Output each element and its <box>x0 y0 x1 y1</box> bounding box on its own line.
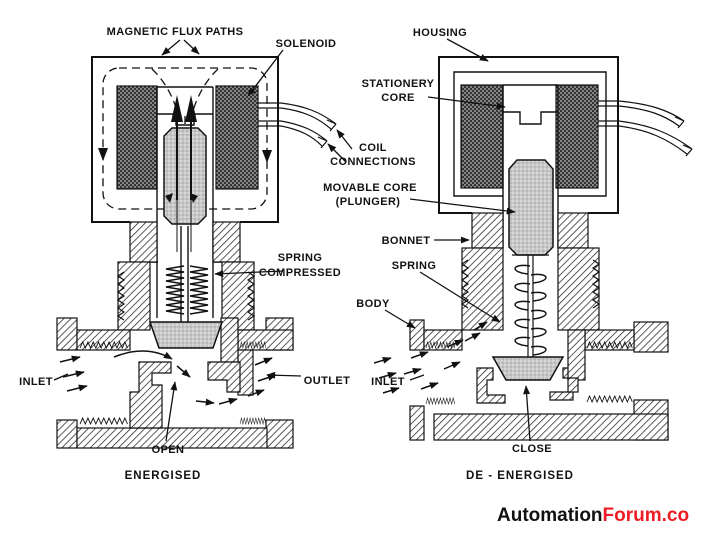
bonnet <box>461 212 600 331</box>
label-inlet-left: INLET <box>19 376 53 388</box>
valve-body-left <box>56 317 294 449</box>
label-plunger: (PLUNGER) <box>336 196 401 208</box>
movable-core-down <box>508 159 554 256</box>
spring-extended <box>512 254 549 357</box>
label-magnetic-flux-paths: MAGNETIC FLUX PATHS <box>107 26 244 38</box>
label-spring: SPRING <box>392 260 437 272</box>
watermark: AutomationForum.co <box>497 505 689 526</box>
label-outlet: OUTLET <box>304 375 350 387</box>
caption-energised: ENERGISED <box>125 470 202 482</box>
bonnet-left-valve <box>117 221 255 331</box>
coil-connection-wires <box>598 100 693 157</box>
plunger-motion-arrows <box>165 95 198 252</box>
label-inlet-right: INLET <box>371 376 405 388</box>
valve-body-right <box>409 319 669 441</box>
movable-core-up <box>163 127 207 225</box>
label-close: CLOSE <box>512 443 552 455</box>
flux-arrowhead-left <box>98 148 108 161</box>
label-spring-compressed-2: COMPRESSED <box>259 267 341 279</box>
label-movable-core: MOVABLE CORE <box>323 182 417 194</box>
label-spring-compressed-1: SPRING <box>278 252 323 264</box>
leader-lines <box>53 38 531 442</box>
valve-disc-closed <box>491 356 565 381</box>
label-connections: CONNECTIONS <box>330 156 416 168</box>
label-bonnet: BONNET <box>382 235 431 247</box>
watermark-red: Forum.co <box>603 505 690 526</box>
label-coil: COIL <box>359 142 387 154</box>
seat-weir <box>129 361 172 429</box>
spring-compressed <box>165 226 209 322</box>
label-stationery-core: CORE <box>381 92 414 104</box>
coil-left <box>460 84 504 189</box>
coil-right <box>215 85 259 190</box>
left-valve-energised <box>56 56 337 449</box>
flow-arrows-left <box>59 350 277 406</box>
coil-right <box>555 84 599 189</box>
label-housing: HOUSING <box>413 27 467 39</box>
right-valve-deenergised <box>373 56 693 441</box>
valve-disc-open <box>148 321 224 349</box>
coil-left <box>116 85 158 190</box>
label-body: BODY <box>356 298 390 310</box>
labels: MAGNETIC FLUX PATHS SOLENOID COIL CONNEC… <box>19 26 689 526</box>
label-stationery: STATIONERY <box>362 78 435 90</box>
flux-arrowhead-right <box>262 150 272 163</box>
label-open: OPEN <box>152 444 185 456</box>
caption-de-energised: DE - ENERGISED <box>466 470 574 482</box>
seat-cup-left <box>476 367 506 404</box>
label-solenoid: SOLENOID <box>276 38 337 50</box>
watermark-black: Automation <box>497 505 603 526</box>
coil-connection-wires <box>258 102 337 149</box>
flow-arrows-right <box>373 321 488 394</box>
